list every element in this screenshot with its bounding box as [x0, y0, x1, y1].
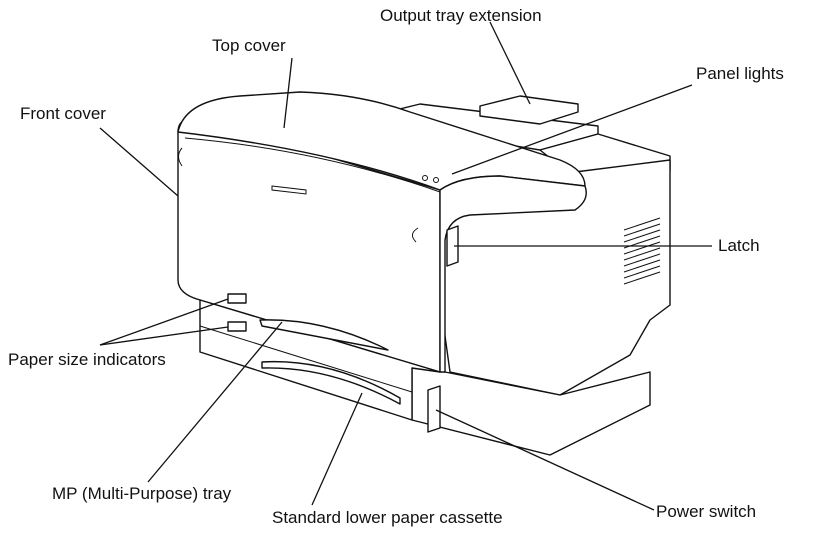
- leader-panel-lights: [451, 84, 693, 175]
- side-vents: [623, 217, 661, 285]
- left-grip: [178, 147, 183, 167]
- top-cover: [177, 91, 586, 191]
- panel-light-2: [433, 177, 439, 183]
- leader-power-switch: [435, 409, 655, 511]
- leader-paper-size-2: [99, 326, 229, 346]
- printer-body: [177, 91, 671, 456]
- panel-light-1: [422, 175, 428, 181]
- paper-size-window-1: [227, 293, 247, 304]
- label-paper-size-indicators: Paper size indicators: [8, 350, 166, 369]
- tray-divider: [199, 325, 413, 393]
- label-front-cover: Front cover: [20, 104, 106, 123]
- front-cover-handle: [271, 185, 307, 195]
- label-output-tray-extension: Output tray extension: [380, 6, 542, 25]
- label-latch: Latch: [718, 236, 760, 255]
- leader-lines: [99, 21, 712, 511]
- mp-tray-shelf: [259, 319, 389, 351]
- leader-paper-size-1: [99, 298, 229, 346]
- top-cover-edge: [184, 137, 441, 193]
- label-standard-lower-paper-cassette: Standard lower paper cassette: [272, 508, 503, 527]
- output-tray-extension: [479, 95, 579, 125]
- paper-size-window-2: [227, 321, 247, 332]
- label-top-cover: Top cover: [212, 36, 286, 55]
- leader-lower-cassette: [311, 392, 363, 506]
- power-switch-shape: [427, 385, 441, 433]
- label-mp-tray: MP (Multi-Purpose) tray: [52, 484, 232, 503]
- leader-output-tray: [489, 21, 531, 105]
- leader-top-cover: [283, 57, 293, 129]
- label-power-switch: Power switch: [656, 502, 757, 521]
- right-grip: [412, 227, 419, 243]
- lower-cassette-handle: [261, 360, 401, 405]
- leader-front-cover: [99, 127, 179, 197]
- leader-mp-tray: [147, 321, 283, 483]
- label-panel-lights: Panel lights: [696, 64, 784, 83]
- latch-shape: [446, 225, 459, 267]
